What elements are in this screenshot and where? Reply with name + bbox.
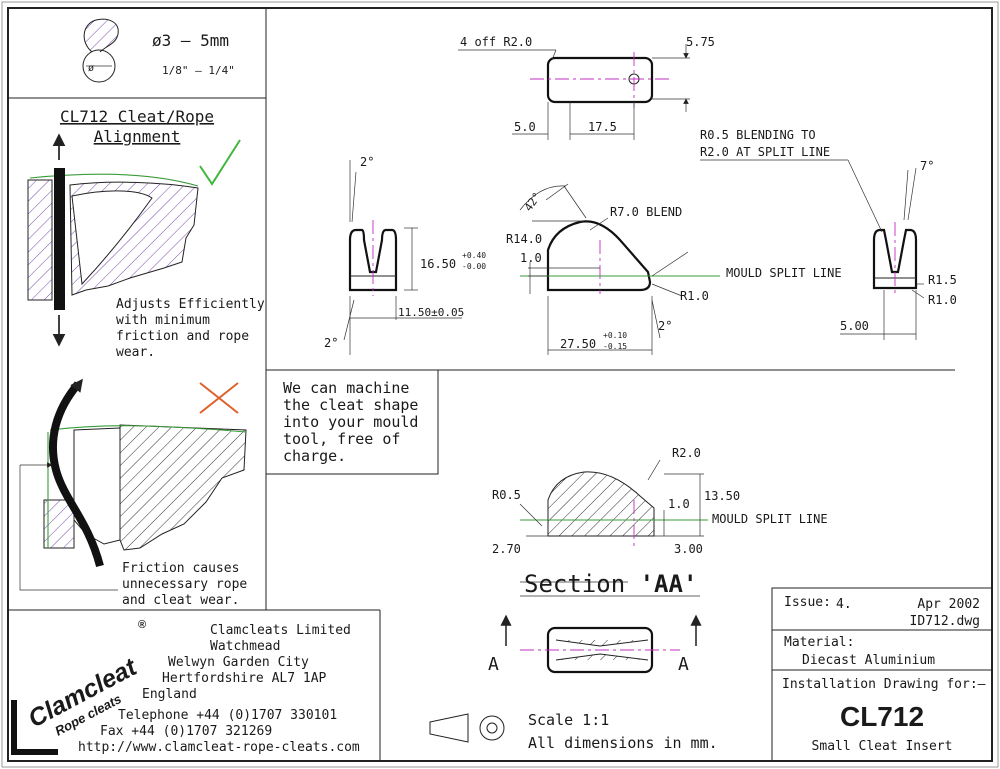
company-line-1: Clamcleats Limited <box>210 623 351 638</box>
company-telephone: Telephone +44 (0)1707 330101 <box>118 708 337 723</box>
mould-split-label-1: MOULD SPLIT LINE <box>726 266 842 280</box>
dim-1650-tol-up: +0.40 <box>462 251 486 260</box>
issue-label: Issue: <box>784 595 831 610</box>
svg-text:ø: ø <box>88 63 94 74</box>
bad-caption-3: and cleat wear. <box>122 593 239 608</box>
sec-1350: 13.50 <box>704 489 740 503</box>
dim-1650: 16.50 <box>420 257 456 271</box>
alignment-title-1: CL712 Cleat/Rope <box>60 107 214 126</box>
material-label: Material: <box>784 635 854 650</box>
sec-270: 2.70 <box>492 542 521 556</box>
company-web: http://www.clamcleat-rope-cleats.com <box>78 740 360 755</box>
check-icon <box>199 139 241 186</box>
note-line-1: We can machine <box>283 379 409 397</box>
issue-date: Apr 2002 <box>917 597 980 612</box>
good-caption-3: friction and rope <box>116 329 249 344</box>
company-line-3: Welwyn Garden City <box>168 655 309 670</box>
dim-angle-left-top: 2° <box>360 155 374 169</box>
cross-icon <box>199 382 239 414</box>
dim-10: 1.0 <box>520 251 542 265</box>
company-line-4: Hertfordshire AL7 1AP <box>162 671 327 686</box>
dim-r10-bottom: R1.0 <box>680 289 709 303</box>
scale-label: Scale 1:1 <box>528 711 609 729</box>
dim-angle-42: 42° <box>522 190 544 214</box>
section-title-prefix: Section <box>524 570 640 598</box>
note-box <box>265 369 439 475</box>
dim-angle-left-bottom: 2° <box>324 336 338 350</box>
dim-1650-tol-dn: -0.00 <box>462 262 486 271</box>
dim-angle-7: 7° <box>920 159 934 173</box>
alignment-title-2: Alignment <box>94 127 181 146</box>
dim-r70: R7.0 BLEND <box>610 205 682 219</box>
good-alignment-drawing <box>27 133 199 347</box>
side-profile-view <box>519 183 720 355</box>
top-plan-view <box>458 44 690 140</box>
good-caption-1: Adjusts Efficiently <box>116 297 265 312</box>
company-line-5: England <box>142 687 197 702</box>
company-line-2: Watchmead <box>210 639 280 654</box>
note-line-5: charge. <box>283 447 346 465</box>
dim-1150: 11.50±0.05 <box>398 306 464 319</box>
projection-symbol-icon <box>429 713 505 743</box>
dim-2750-tol-dn: -0.15 <box>603 342 627 351</box>
dim-2750-tol-up: +0.10 <box>603 331 627 340</box>
section-plan-view <box>500 614 702 674</box>
dim-top-50: 5.0 <box>514 120 536 134</box>
bad-caption-1: Friction causes <box>122 561 239 576</box>
dim-r140: R14.0 <box>506 232 542 246</box>
section-marker-left: A <box>488 654 499 675</box>
section-title: Section 'AA' <box>524 570 697 598</box>
scale-units: All dimensions in mm. <box>528 734 718 752</box>
install-label: Installation Drawing for:– <box>782 677 986 692</box>
dim-blend-1: R0.5 BLENDING TO <box>700 128 816 142</box>
dim-r15: R1.5 <box>928 273 957 287</box>
section-marker-right: A <box>678 654 689 675</box>
sec-300: 3.00 <box>674 542 703 556</box>
rope-size-metric: ø3 – 5mm <box>152 31 229 50</box>
bad-alignment-drawing <box>19 378 247 591</box>
part-description: Small Cleat Insert <box>812 739 953 754</box>
dim-top-175: 17.5 <box>588 120 617 134</box>
dim-2750: 27.50 <box>560 337 596 351</box>
dim-r10-right: R1.0 <box>928 293 957 307</box>
issue-value: 4. <box>836 597 852 612</box>
company-fax: Fax +44 (0)1707 321269 <box>100 724 272 739</box>
section-title-mark: 'AA' <box>640 570 698 598</box>
dim-angle-mid: 2° <box>658 319 672 333</box>
sec-r20: R2.0 <box>672 446 701 460</box>
dim-top-575: 5.75 <box>686 35 715 49</box>
good-caption-4: wear. <box>116 345 155 360</box>
logo-reg: ® <box>138 619 146 631</box>
sec-r05: R0.5 <box>492 488 521 502</box>
section-aa-view <box>519 459 708 597</box>
rope-size-imperial: 1/8" – 1/4" <box>162 64 235 77</box>
right-end-view <box>700 159 925 340</box>
note-line-3: into your mould <box>283 413 418 431</box>
clamcleat-logo <box>11 700 58 755</box>
part-number: CL712 <box>840 701 924 732</box>
left-end-view <box>343 160 462 355</box>
drawing-file: ID712.dwg <box>910 614 980 629</box>
note-line-2: the cleat shape <box>283 396 418 414</box>
mould-split-label-2: MOULD SPLIT LINE <box>712 512 828 526</box>
rope-diameter-icon: ø <box>82 18 119 83</box>
material-value: Diecast Aluminium <box>802 653 935 668</box>
bad-caption-2: unnecessary rope <box>122 577 247 592</box>
good-caption-2: with minimum <box>116 313 210 328</box>
sec-10: 1.0 <box>668 497 690 511</box>
dim-top-radius: 4 off R2.0 <box>460 35 532 49</box>
dim-500: 5.00 <box>840 319 869 333</box>
note-line-4: tool, free of <box>283 430 400 448</box>
title-block <box>771 587 993 762</box>
dim-blend-2: R2.0 AT SPLIT LINE <box>700 145 830 159</box>
